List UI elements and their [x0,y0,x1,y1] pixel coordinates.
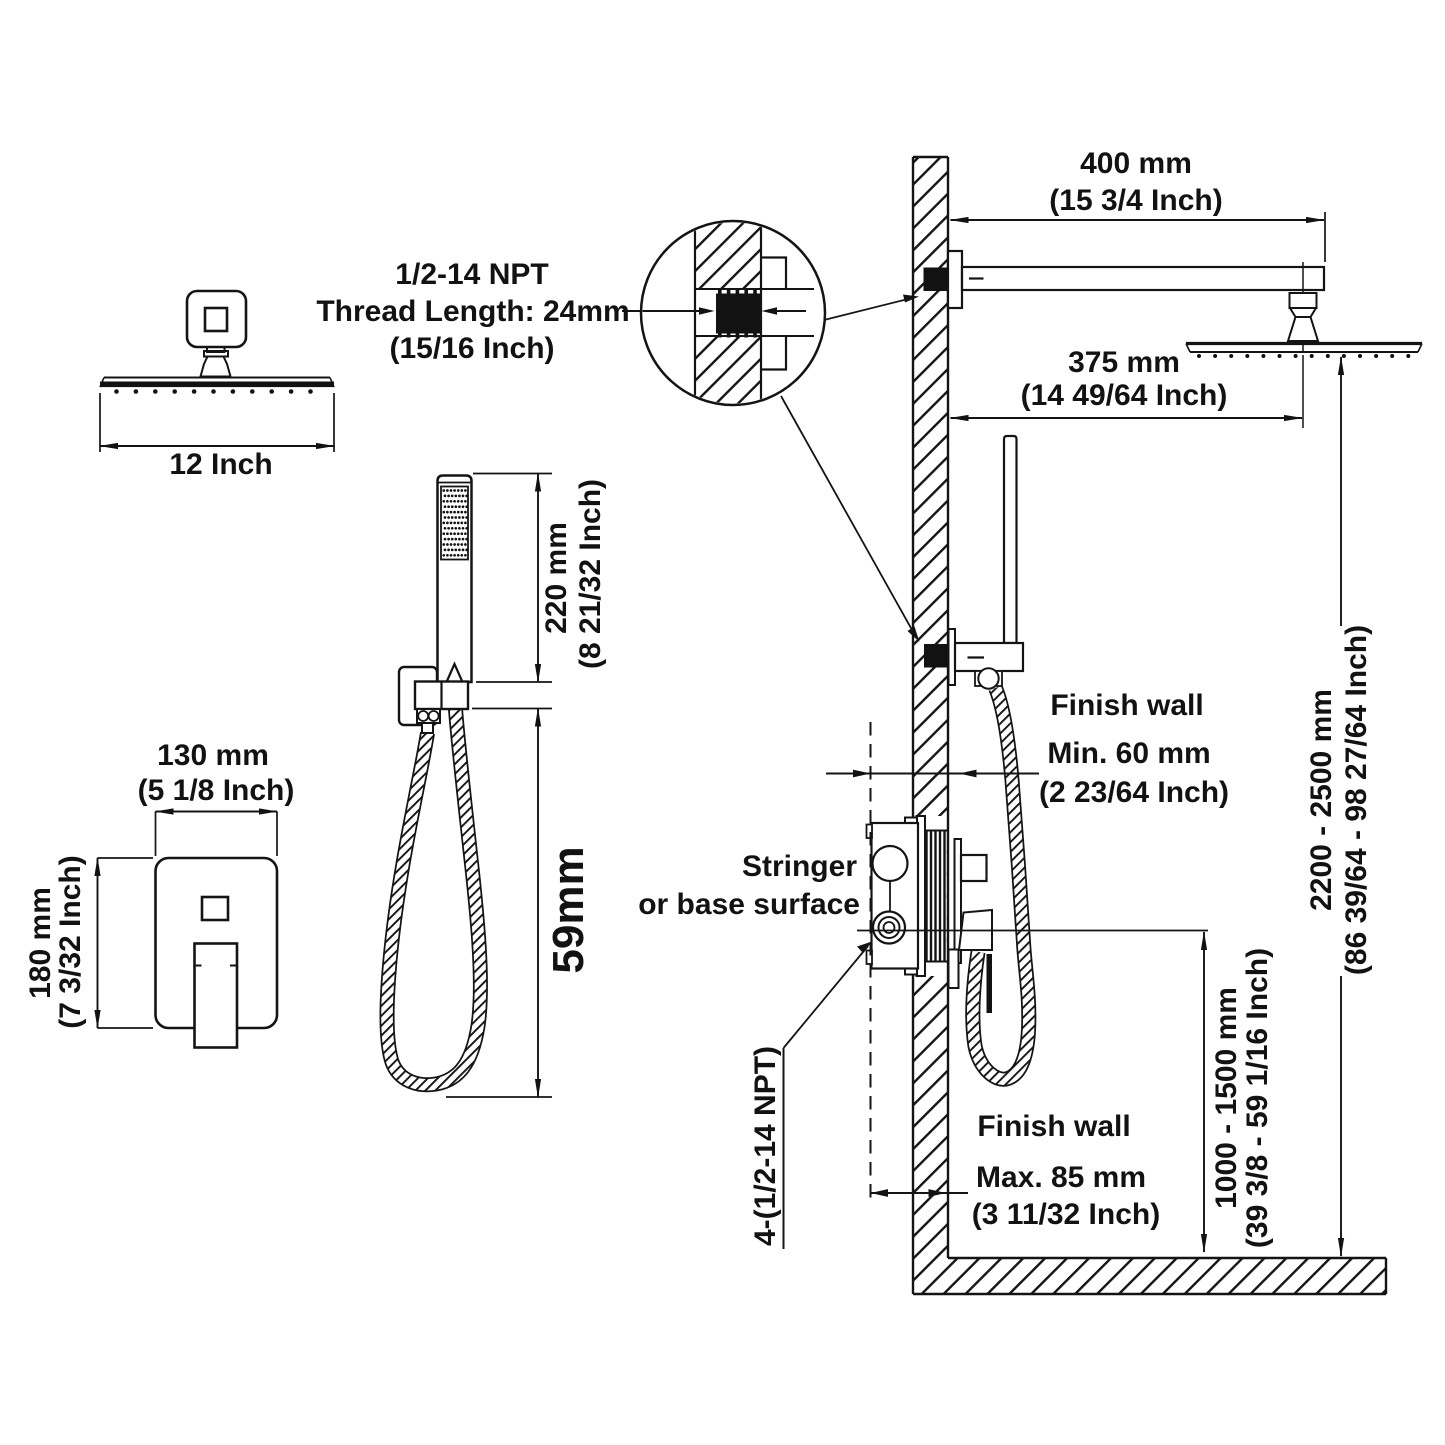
stringer-label-line2: or base surface [638,888,860,921]
dimension-valve-width [154,808,278,856]
thread-detail-circle [622,219,827,407]
max-depth-inch: (3 11/32 Inch) [972,1198,1160,1231]
arm-length-inch: (15 3/4 Inch) [1049,184,1222,217]
valve-height-mm: 180 mm [24,887,57,999]
nozzles [114,389,313,394]
npt-ports-leader [782,941,872,1249]
thread-note-line3: (15/16 Inch) [389,332,554,365]
valve-height-range-inch: (39 3/8 - 59 1/16 Inch) [1241,948,1274,1248]
hand-shower-front-view [379,474,488,1093]
valve-width-mm: 130 mm [157,739,269,772]
spray-face [440,485,469,561]
valve-height-range-mm: 1000 - 1500 mm [1210,987,1243,1209]
finish-wall-lower-label: Finish wall [977,1110,1130,1143]
shower-arm [960,265,1326,292]
hand-shower-elevation [924,434,1037,1087]
head-height-range-inch: (86 39/64 - 98 27/64 Inch) [1340,625,1373,975]
dimension-valve-height [94,857,153,1029]
thread-note-line2: Thread Length: 24mm [316,295,629,328]
valve-rough-in-body [870,821,920,970]
floor-section [948,1258,1386,1294]
ball-joint-cone [1286,316,1320,342]
head-height-range-mm: 2200 - 2500 mm [1305,689,1338,911]
handshower-length-mm: 220 mm [540,522,573,634]
holder-bar [953,641,1025,673]
dimension-head-offset [949,355,1304,428]
dimension-arm-length [949,212,1326,262]
arm-wall-thread [923,267,948,291]
overhead-shower-elevation [1185,262,1423,358]
thread-plug [716,289,760,338]
handshower-length-inch: (8 21/32 Inch) [574,479,607,669]
min-depth-mm: Min. 60 mm [1047,737,1210,770]
stringer-label-line1: Stringer [742,850,857,883]
holder-wall-thread [924,644,948,668]
nozzles [1197,354,1411,358]
shower-arm-elevation [923,249,1326,310]
diverter-button [200,895,230,922]
concealed-valve-section [865,815,948,977]
npt-ports-label: 4-(1/2-14 NPT) [749,1046,782,1246]
overhead-shower-side-view [99,289,335,394]
trim-volume-handle [959,853,988,883]
head-offset-inch: (14 49/64 Inch) [1021,379,1228,412]
hand-shower-hose-elevation [965,685,1037,1087]
thread-note-line1: 1/2-14 NPT [395,258,548,291]
wand-elevation [1002,434,1018,645]
thread-detail-leaders [780,294,920,642]
valve-cartridge-ribs [925,829,948,963]
valve-upper-port [871,844,909,883]
spray-face-dots [442,489,468,557]
dimension-min-depth [826,769,1039,778]
max-depth-mm: Max. 85 mm [976,1161,1146,1194]
thread-note: 1/2-14 NPT Thread Length: 24mm (15/16 In… [316,258,629,365]
valve-handle [193,942,239,1049]
head-offset-mm: 375 mm [1068,346,1180,379]
hose-length-label: 59mm [544,846,593,973]
arm-flange [946,249,964,310]
dimension-hose-length [446,707,552,1098]
min-depth-inch: (2 23/64 Inch) [1039,776,1229,809]
valve-width-inch: (5 1/8 Inch) [138,774,295,807]
valve-height-inch: (7 3/32 Inch) [54,855,87,1028]
wall-section [911,155,1388,1296]
mixer-valve-front-view [154,856,279,1049]
ball-joint-nut [1288,292,1318,309]
hand-shower-hose [379,708,488,1093]
head-plate-elevation [1185,341,1423,358]
ceiling-escutcheon [185,289,248,378]
shower-head-plate [99,376,335,394]
dimension-max-depth [870,1189,968,1197]
head-width-label: 12 Inch [169,448,272,481]
dimension-head-width [99,393,335,452]
finish-wall-upper-label: Finish wall [1050,689,1203,722]
arm-length-mm: 400 mm [1080,147,1192,180]
dimension-handshower-length [473,472,552,683]
